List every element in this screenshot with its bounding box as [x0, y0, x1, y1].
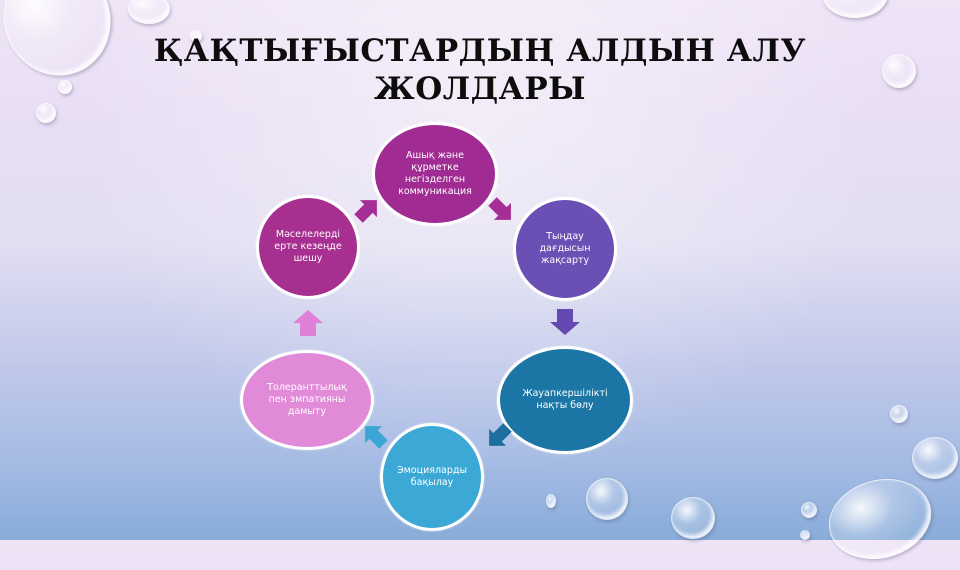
droplet-decoration — [819, 467, 941, 570]
droplet-decoration — [912, 437, 958, 479]
cycle-node-early-resolution: Мәселелерді ерте кезеңде шешу — [256, 195, 360, 299]
droplet-decoration — [128, 0, 170, 24]
arrow-icon — [365, 426, 388, 449]
droplet-decoration — [36, 103, 56, 123]
droplet-decoration — [882, 54, 916, 88]
droplet-decoration — [822, 0, 888, 18]
node-label: Мәселелерді ерте кезеңде шешу — [274, 229, 342, 264]
droplet-decoration — [190, 30, 202, 42]
droplet-decoration — [58, 80, 72, 94]
node-label: Эмоцияларды бақылау — [397, 465, 467, 488]
droplet-decoration — [671, 497, 715, 539]
node-label: Тыңдау дағдысын жақсарту — [539, 231, 591, 266]
droplet-decoration — [800, 530, 810, 540]
arrow-icon — [354, 200, 377, 223]
droplet-decoration — [801, 502, 817, 518]
slide-title: ҚАҚТЫҒЫСТАРДЫҢ АЛДЫН АЛУ ЖОЛДАРЫ — [0, 32, 960, 108]
cycle-node-responsibility: Жауапкершілікті нақты бөлу — [497, 346, 633, 454]
arrow-icon — [293, 310, 323, 336]
arrow-icon — [550, 309, 580, 335]
title-line-2: ЖОЛДАРЫ — [374, 71, 586, 107]
cycle-node-open-communication: Ашық және құрметке негізделген коммуника… — [372, 122, 498, 226]
cycle-node-listening-skills: Тыңдау дағдысын жақсарту — [513, 197, 617, 301]
droplet-decoration — [546, 494, 556, 508]
node-label: Толеранттылық пен эмпатияны дамыту — [267, 382, 347, 417]
arrow-icon — [489, 423, 512, 446]
droplet-decoration — [586, 478, 628, 520]
node-label: Жауапкершілікті нақты бөлу — [522, 388, 608, 411]
cycle-node-emotion-control: Эмоцияларды бақылау — [380, 423, 484, 531]
droplet-decoration — [890, 405, 908, 423]
title-line-1: ҚАҚТЫҒЫСТАРДЫҢ АЛДЫН АЛУ — [153, 33, 807, 69]
node-label: Ашық және құрметке негізделген коммуника… — [398, 150, 472, 197]
cycle-node-tolerance-empathy: Толеранттылық пен эмпатияны дамыту — [240, 350, 374, 450]
arrow-icon — [488, 197, 511, 220]
